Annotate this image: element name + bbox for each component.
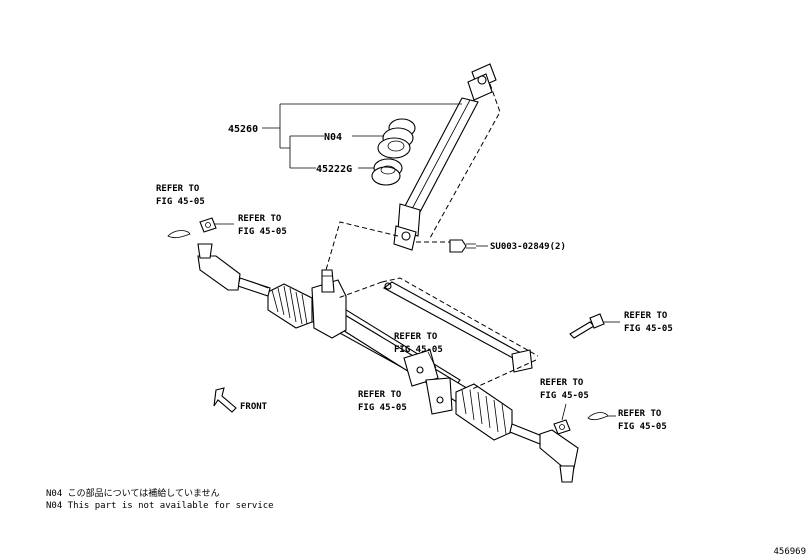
svg-text:REFER TO: REFER TO — [618, 409, 662, 419]
right-mount-bolt-icon[interactable] — [569, 313, 605, 339]
svg-text:REFER TO: REFER TO — [394, 332, 438, 342]
support-bar[interactable] — [382, 281, 533, 373]
refer-label-nut-left: REFER TO FIG 45-05 — [238, 214, 287, 237]
svg-text:REFER TO: REFER TO — [540, 378, 584, 388]
bar-dashed-frame — [337, 277, 539, 391]
left-nut-icon[interactable] — [199, 217, 217, 233]
callout-bracket — [262, 103, 462, 169]
left-cotter-pin-icon[interactable] — [167, 230, 191, 239]
svg-text:FIG 45-05: FIG 45-05 — [540, 391, 589, 401]
refer-label-pin-right: REFER TO FIG 45-05 — [618, 409, 667, 432]
figure-number: 456969 — [773, 547, 806, 557]
right-nut-leader — [561, 403, 567, 421]
right-bellows-boot[interactable] — [455, 383, 513, 441]
dust-boot-n04[interactable] — [377, 118, 416, 159]
right-tie-rod[interactable] — [509, 423, 579, 483]
left-tie-rod[interactable] — [197, 243, 271, 297]
right-nut-icon[interactable] — [553, 419, 571, 435]
refer-label-bar: REFER TO FIG 45-05 — [394, 332, 443, 355]
rack-housing[interactable] — [299, 269, 471, 415]
svg-text:REFER TO: REFER TO — [238, 214, 282, 224]
svg-text:FIG 45-05: FIG 45-05 — [394, 345, 443, 355]
note-english: N04 This part is not available for servi… — [46, 501, 274, 511]
shaft-dashed-guide — [429, 83, 501, 239]
refer-label-housing: REFER TO FIG 45-05 — [358, 390, 407, 413]
housing-leader — [427, 351, 437, 369]
dust-seal-45222g[interactable] — [371, 158, 403, 186]
callout-su003-02849: SU003-02849(2) — [490, 242, 566, 252]
svg-text:FIG 45-05: FIG 45-05 — [618, 422, 667, 432]
callout-n04: N04 — [324, 132, 342, 143]
right-cotter-pin-icon[interactable] — [587, 412, 609, 421]
front-arrow-icon — [213, 387, 237, 413]
refer-label-bolt-right: REFER TO FIG 45-05 — [624, 311, 673, 334]
svg-text:FIG 45-05: FIG 45-05 — [238, 227, 287, 237]
shaft-to-rack-dashed — [325, 221, 399, 271]
svg-text:REFER TO: REFER TO — [156, 184, 200, 194]
svg-text:FIG 45-05: FIG 45-05 — [358, 403, 407, 413]
refer-label-nut-right: REFER TO FIG 45-05 — [540, 378, 589, 401]
note-japanese: N04 この部品については補給していません — [46, 487, 220, 499]
callout-45260: 45260 — [228, 124, 258, 135]
svg-text:REFER TO: REFER TO — [358, 390, 402, 400]
bolt-icon[interactable] — [449, 239, 476, 253]
intermediate-shaft[interactable] — [393, 63, 497, 251]
callout-45222g: 45222G — [316, 164, 352, 175]
svg-text:FIG 45-05: FIG 45-05 — [624, 324, 673, 334]
left-bellows-boot[interactable] — [267, 283, 313, 329]
refer-label-top-left: REFER TO FIG 45-05 — [156, 184, 205, 207]
front-label: FRONT — [240, 402, 268, 412]
svg-text:FIG 45-05: FIG 45-05 — [156, 197, 205, 207]
svg-text:REFER TO: REFER TO — [624, 311, 668, 321]
